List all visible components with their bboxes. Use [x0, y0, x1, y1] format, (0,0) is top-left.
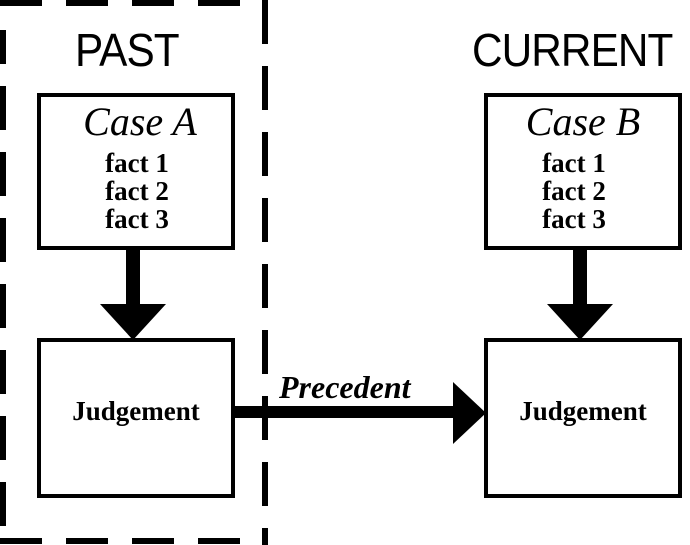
case-a-fact-3: fact 3 — [105, 204, 169, 234]
case-a-to-judgement-arrow — [100, 248, 166, 340]
case-b-to-judgement-arrow — [547, 248, 613, 340]
current-title: CURRENT — [472, 24, 673, 76]
current-judgement-box — [484, 338, 682, 498]
current-judgement-label: Judgement — [519, 396, 647, 426]
case-b-fact-3: fact 3 — [542, 204, 606, 234]
past-judgement-label: Judgement — [72, 396, 200, 426]
case-a-fact-1: fact 1 — [105, 148, 169, 178]
case-b-fact-2: fact 2 — [542, 176, 606, 206]
case-b-fact-1: fact 1 — [542, 148, 606, 178]
past-title: PAST — [75, 24, 180, 76]
past-region-border — [0, 0, 268, 545]
precedent-arrow — [233, 382, 486, 444]
case-a-title: Case A — [83, 99, 197, 144]
case-b-title: Case B — [525, 99, 641, 144]
case-a-fact-2: fact 2 — [105, 176, 169, 206]
precedent-label: Precedent — [279, 369, 411, 405]
